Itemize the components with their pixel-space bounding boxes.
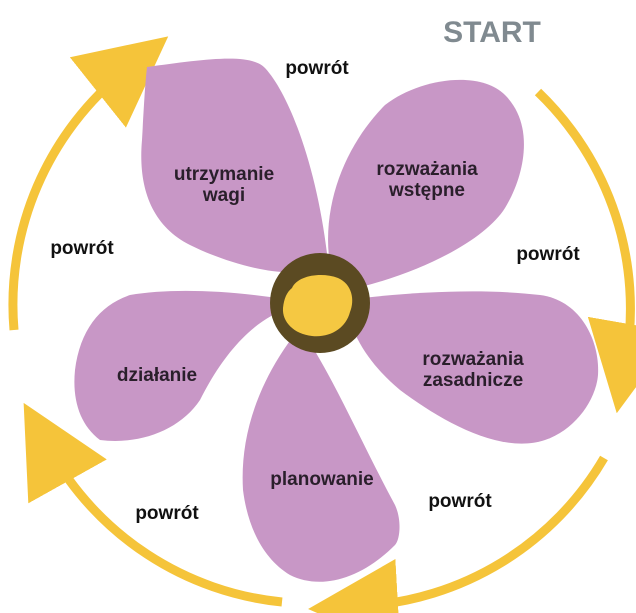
stage-label-contemplation-line2: zasadnicze xyxy=(423,370,523,391)
arrow-top-right xyxy=(534,88,636,414)
return-label-left: powrót xyxy=(50,238,114,259)
petal-preparation xyxy=(242,328,400,582)
stage-label-maintenance-line1: utrzymanie xyxy=(174,164,274,185)
petal-action xyxy=(74,290,290,441)
stage-label-contemplation-line1: rozważania xyxy=(422,349,524,370)
stage-label-precontemplation-line1: rozważania xyxy=(376,159,478,180)
return-label-bottom-left: powrót xyxy=(135,503,199,524)
stage-label-maintenance-line2: wagi xyxy=(202,185,245,206)
stage-label-precontemplation-line2: wstępne xyxy=(388,180,465,201)
stage-label-preparation: planowanie xyxy=(270,469,373,490)
return-label-bottom-right: powrót xyxy=(428,491,492,512)
petal-precontemplation xyxy=(328,79,524,292)
cycle-arrows xyxy=(8,36,636,613)
petal-maintenance xyxy=(141,58,328,273)
arrow-bottom-left xyxy=(23,402,283,607)
flower-petals xyxy=(74,58,599,582)
center-fill xyxy=(282,275,353,337)
start-label: START xyxy=(443,16,541,49)
stage-label-action: działanie xyxy=(117,365,197,386)
arrow-left xyxy=(8,36,169,331)
petal-contemplation xyxy=(345,291,599,444)
return-label-right: powrót xyxy=(516,244,580,265)
return-label-top: powrót xyxy=(285,58,349,79)
arrow-bottom-right xyxy=(308,455,608,613)
flower-center xyxy=(270,253,370,353)
